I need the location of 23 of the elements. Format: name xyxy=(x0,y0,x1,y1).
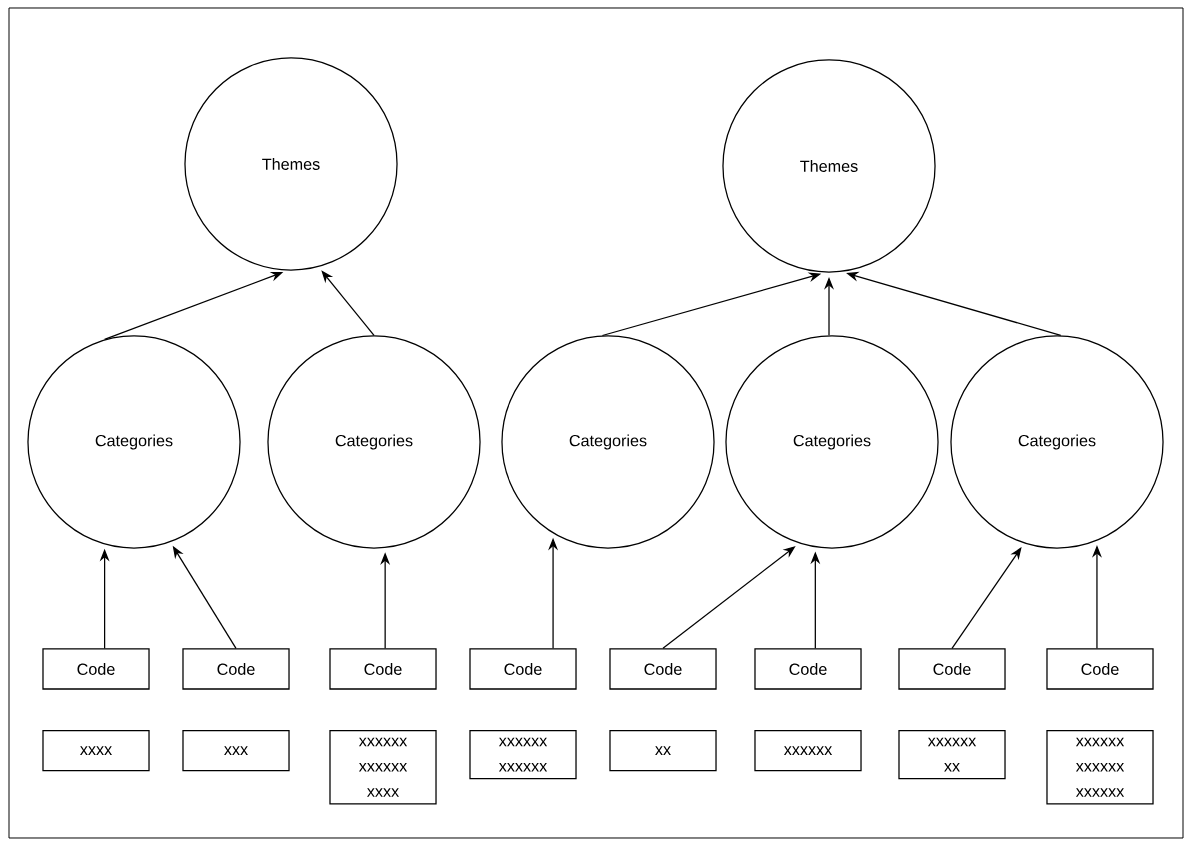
circle-node: Categories xyxy=(950,335,1164,549)
code-box: Code xyxy=(469,648,577,690)
code-box: Code xyxy=(898,648,1006,690)
circle-node: Themes xyxy=(722,59,936,273)
code-box: Code xyxy=(754,648,862,690)
text-box: xxxxxx xx xyxy=(898,730,1006,780)
text-box: xxxxxx xyxy=(754,730,862,772)
text-box: xxxxxx xxxxxx xxxxxx xyxy=(1046,730,1154,805)
circle-node: Categories xyxy=(501,335,715,549)
circle-node: Categories xyxy=(27,335,241,549)
code-box: Code xyxy=(329,648,437,690)
code-box: Code xyxy=(42,648,150,690)
code-box: Code xyxy=(1046,648,1154,690)
text-box: xxxx xyxy=(42,730,150,772)
text-box: xxxxxx xxxxxx xxxx xyxy=(329,730,437,805)
circle-node: Categories xyxy=(725,335,939,549)
circle-node: Themes xyxy=(184,57,398,271)
text-box: xxx xyxy=(182,730,290,772)
text-box: xx xyxy=(609,730,717,772)
text-box: xxxxxx xxxxxx xyxy=(469,730,577,780)
code-box: Code xyxy=(609,648,717,690)
code-box: Code xyxy=(182,648,290,690)
circle-node: Categories xyxy=(267,335,481,549)
